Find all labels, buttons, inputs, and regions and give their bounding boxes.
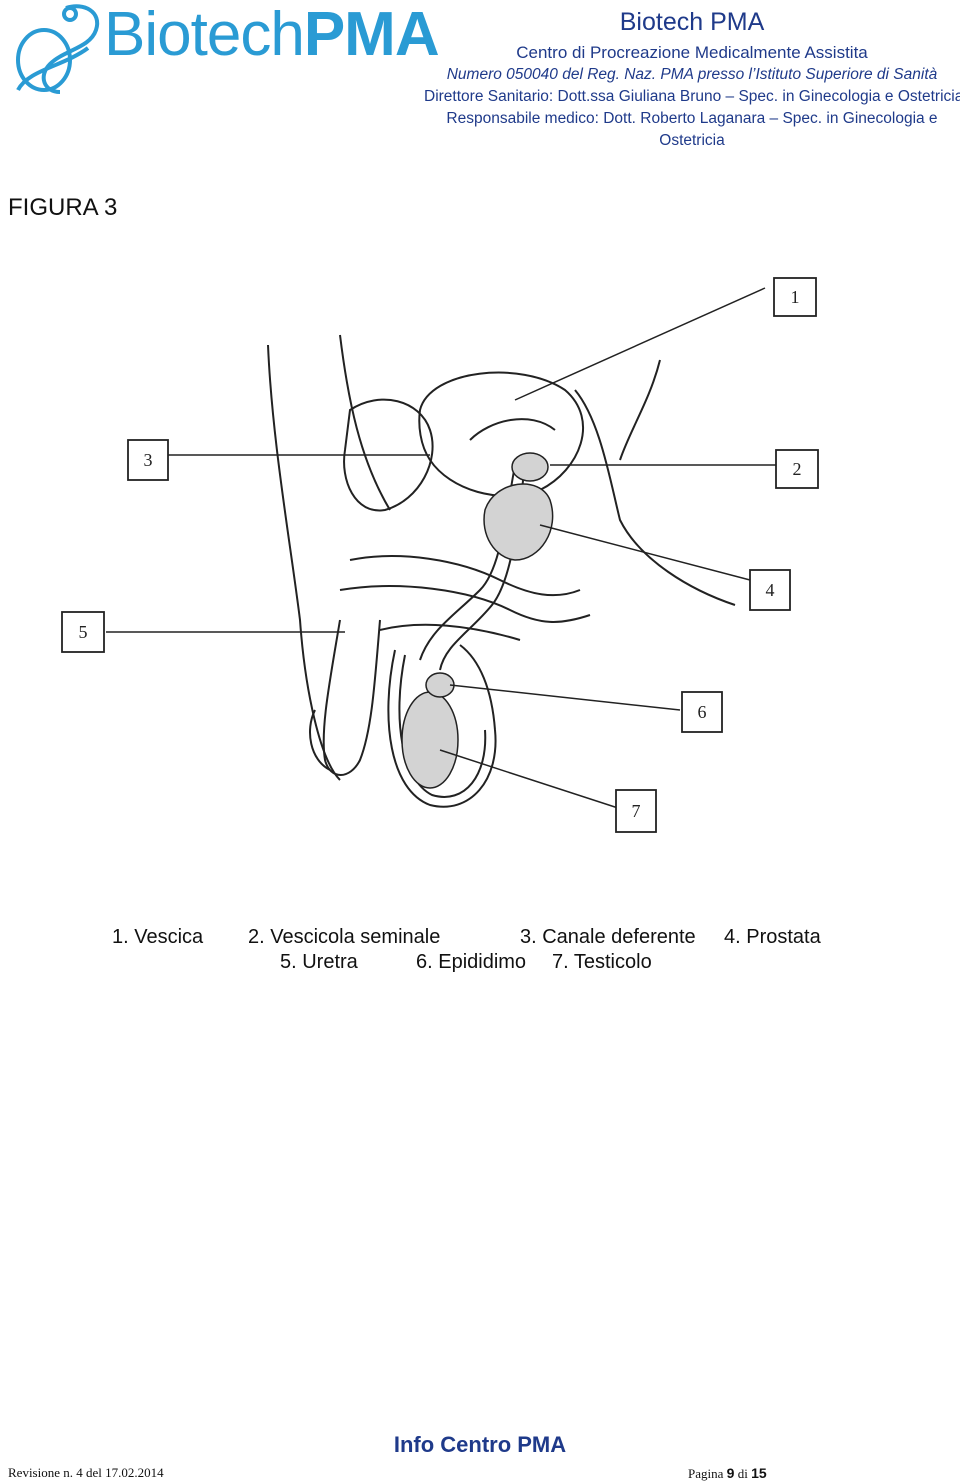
anatomy-diagram: 1 2 3 4 5 6 7 [0,260,960,880]
label-box-6 [681,691,723,733]
body-outline-back [267,344,341,781]
logo-wordmark: BiotechPMA [104,4,440,66]
legend-item-canale-deferente: 3. Canale deferente [520,926,696,948]
header-responsible-line1: Responsabile medico: Dott. Roberto Lagan… [446,110,938,127]
male-reproductive-system-illustration: 1 2 3 4 5 6 7 [61,277,819,833]
page-total: 15 [751,1465,767,1481]
label-box-7 [615,789,657,833]
logo-text-light: Biotech [104,0,305,69]
label-box-7-text: 7 [632,801,641,821]
legend-item-uretra: 5. Uretra [280,951,358,973]
header-responsible-line2: Ostetricia [659,132,725,149]
seminal-vesicle-shape [511,452,549,482]
abdominal-wall [574,389,736,606]
footer-page-number: Pagina 9 di 15 [688,1465,767,1482]
label-box-4-text: 4 [766,580,775,600]
footer-revision: Revisione n. 4 del 17.02.2014 [8,1465,164,1480]
label-box-1-text: 1 [791,287,800,307]
footer-title: Info Centro PMA [393,1432,567,1457]
bladder-outline [418,371,584,497]
header-info: Biotech PMA Centro di Procreazione Medic… [424,8,960,152]
label-box-3 [127,439,169,481]
prostate-shape [483,483,554,561]
header-title: Biotech PMA [619,8,765,36]
biotech-pma-logo [4,0,384,100]
page-of: di [737,1466,748,1481]
legend-item-prostata: 4. Prostata [724,926,821,948]
body-outline-front [339,334,391,511]
label-box-4 [749,569,791,611]
figure-label: FIGURA 3 [8,194,118,221]
legend-item-testicolo: 7. Testicolo [552,951,652,973]
page-current: 9 [726,1465,735,1481]
scrotum-outline [387,644,497,808]
label-box-5-text: 5 [79,622,88,642]
logo-text-bold: PMA [303,0,440,69]
rectum-outline [343,398,434,512]
penis-outline [322,619,381,776]
testicle-shape [401,691,459,789]
header-director: Direttore Sanitario: Dott.ssa Giuliana B… [424,88,960,105]
legend-item-vescica: 1. Vescica [112,926,204,948]
label-box-1 [773,277,817,317]
header-subtitle: Centro di Procreazione Medicalmente Assi… [516,43,868,62]
label-box-2 [775,449,819,489]
legend-item-vescicola-seminale: 2. Vescicola seminale [248,926,441,948]
header-registration: Numero 050040 del Reg. Naz. PMA presso l… [446,66,938,83]
logo-emblem-icon [16,4,100,94]
urethra-path [349,555,581,597]
page-prefix: Pagina [688,1466,724,1481]
label-box-6-text: 6 [698,702,707,722]
label-box-2-text: 2 [793,459,802,479]
label-box-5 [61,611,105,653]
legend-item-epididimo: 6. Epididimo [416,951,527,973]
epididymis-shape [425,672,455,698]
label-box-3-text: 3 [144,450,153,470]
